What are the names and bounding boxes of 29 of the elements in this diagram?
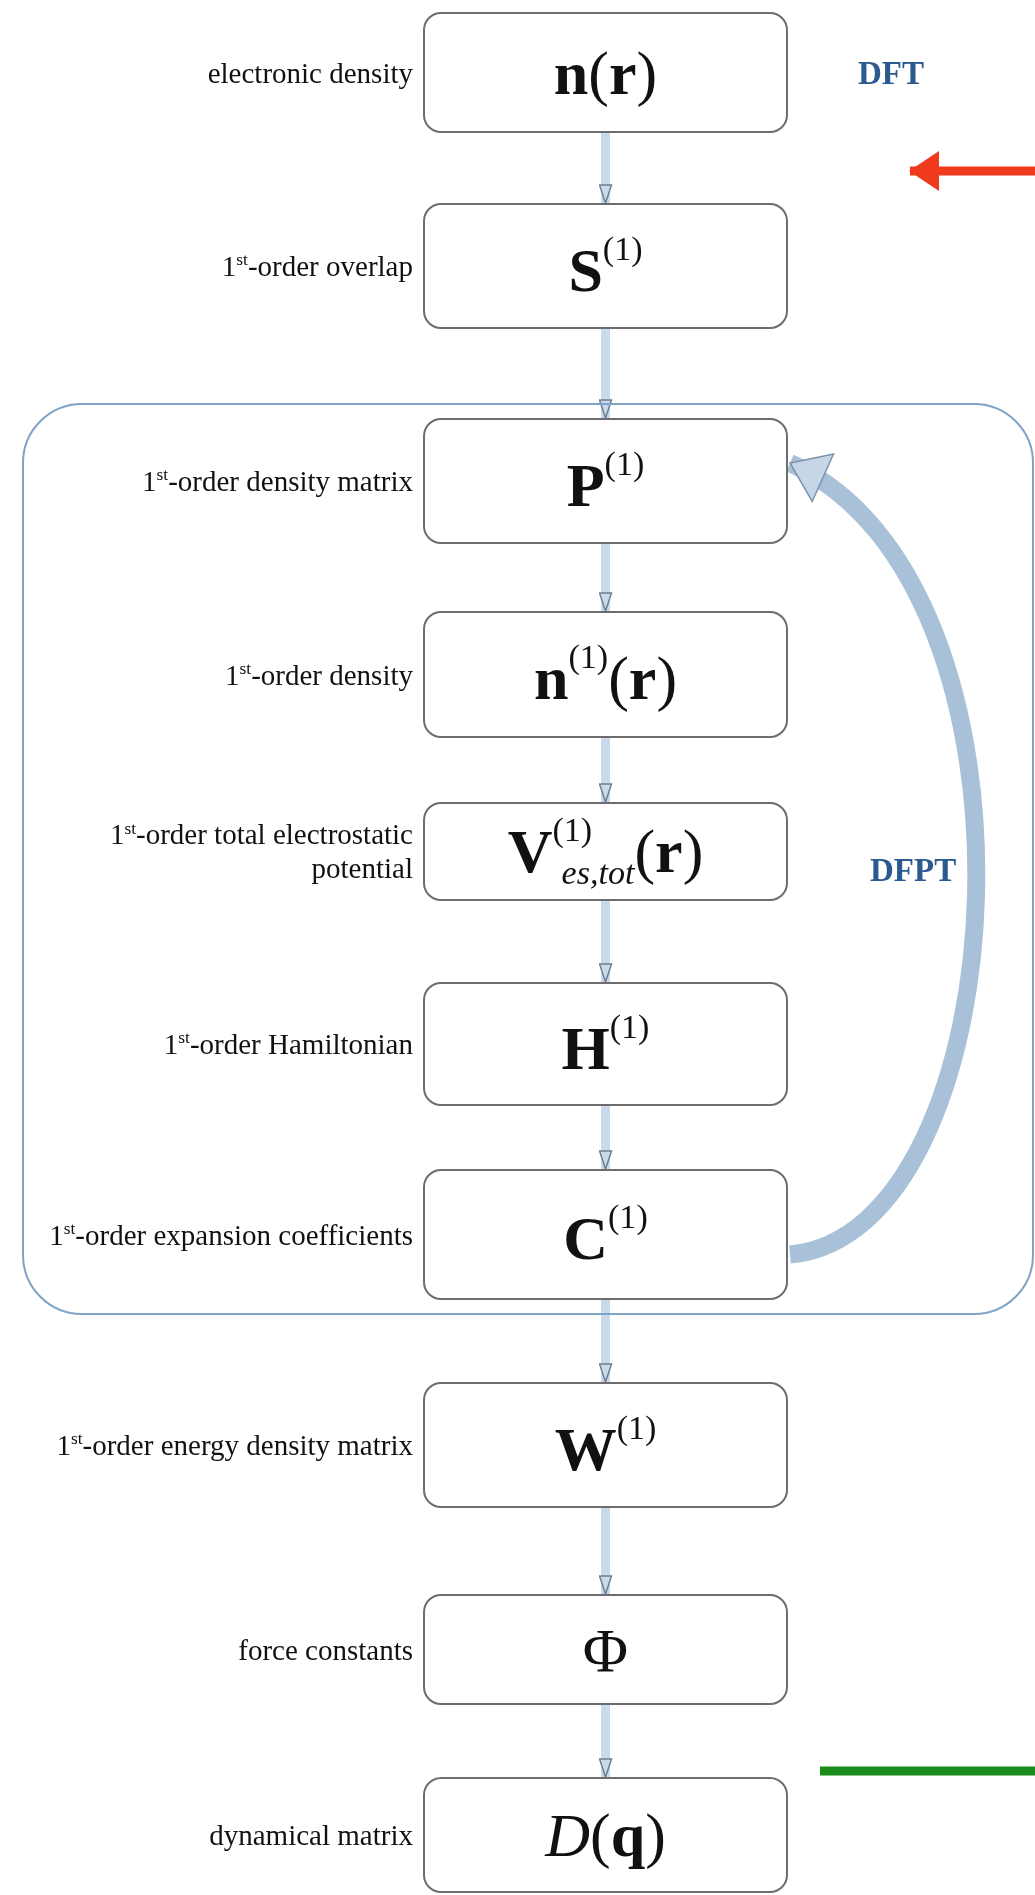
flow-arrow (598, 738, 613, 803)
flow-arrow (598, 329, 613, 419)
quantity-label: dynamical matrix (208, 1817, 413, 1853)
math-symbol: C$^{(1)}$ (563, 1200, 648, 1269)
flow-arrow (598, 1106, 613, 1170)
quantity-label: 1$^{st}$-order density (224, 657, 413, 692)
loop-region (22, 403, 1034, 1315)
quantity-label: 1$^{st}$-order energy density matrix (55, 1427, 413, 1463)
math-symbol: W$^{(1)}$ (554, 1410, 657, 1480)
method-label: DFT (858, 55, 924, 92)
loop-label: DFPT (870, 852, 957, 889)
flow-arrow (598, 544, 613, 612)
flow-arrow (598, 1705, 613, 1778)
quantity-label: 1$^{st}$-order Hamiltonian (162, 1026, 413, 1062)
quantity-label: 1$^{st}$-order density matrix (141, 463, 413, 499)
quantity-label: electronic density (206, 55, 413, 90)
flow-arrow (598, 1300, 613, 1383)
quantity-label: 1$^{st}$-order expansion coefficients (48, 1217, 413, 1252)
quantity-label: force constants (237, 1632, 413, 1667)
quantity-label: 1$^{st}$-order overlap (220, 248, 413, 284)
quantity-label: 1$^{st}$-order total electrostatic potential (108, 816, 413, 887)
math-symbol: P$^{(1)}$ (566, 446, 645, 516)
math-symbol: H$^{(1)}$ (561, 1009, 650, 1079)
math-symbol: V$^{(1)}$$_{es,tot}$(r) (507, 813, 704, 890)
flow-arrow (598, 901, 613, 983)
math-symbol: S$^{(1)}$ (568, 231, 643, 301)
flow-arrow (598, 1508, 613, 1595)
flow-arrow (598, 133, 613, 204)
math-symbol: Φ (582, 1618, 629, 1681)
